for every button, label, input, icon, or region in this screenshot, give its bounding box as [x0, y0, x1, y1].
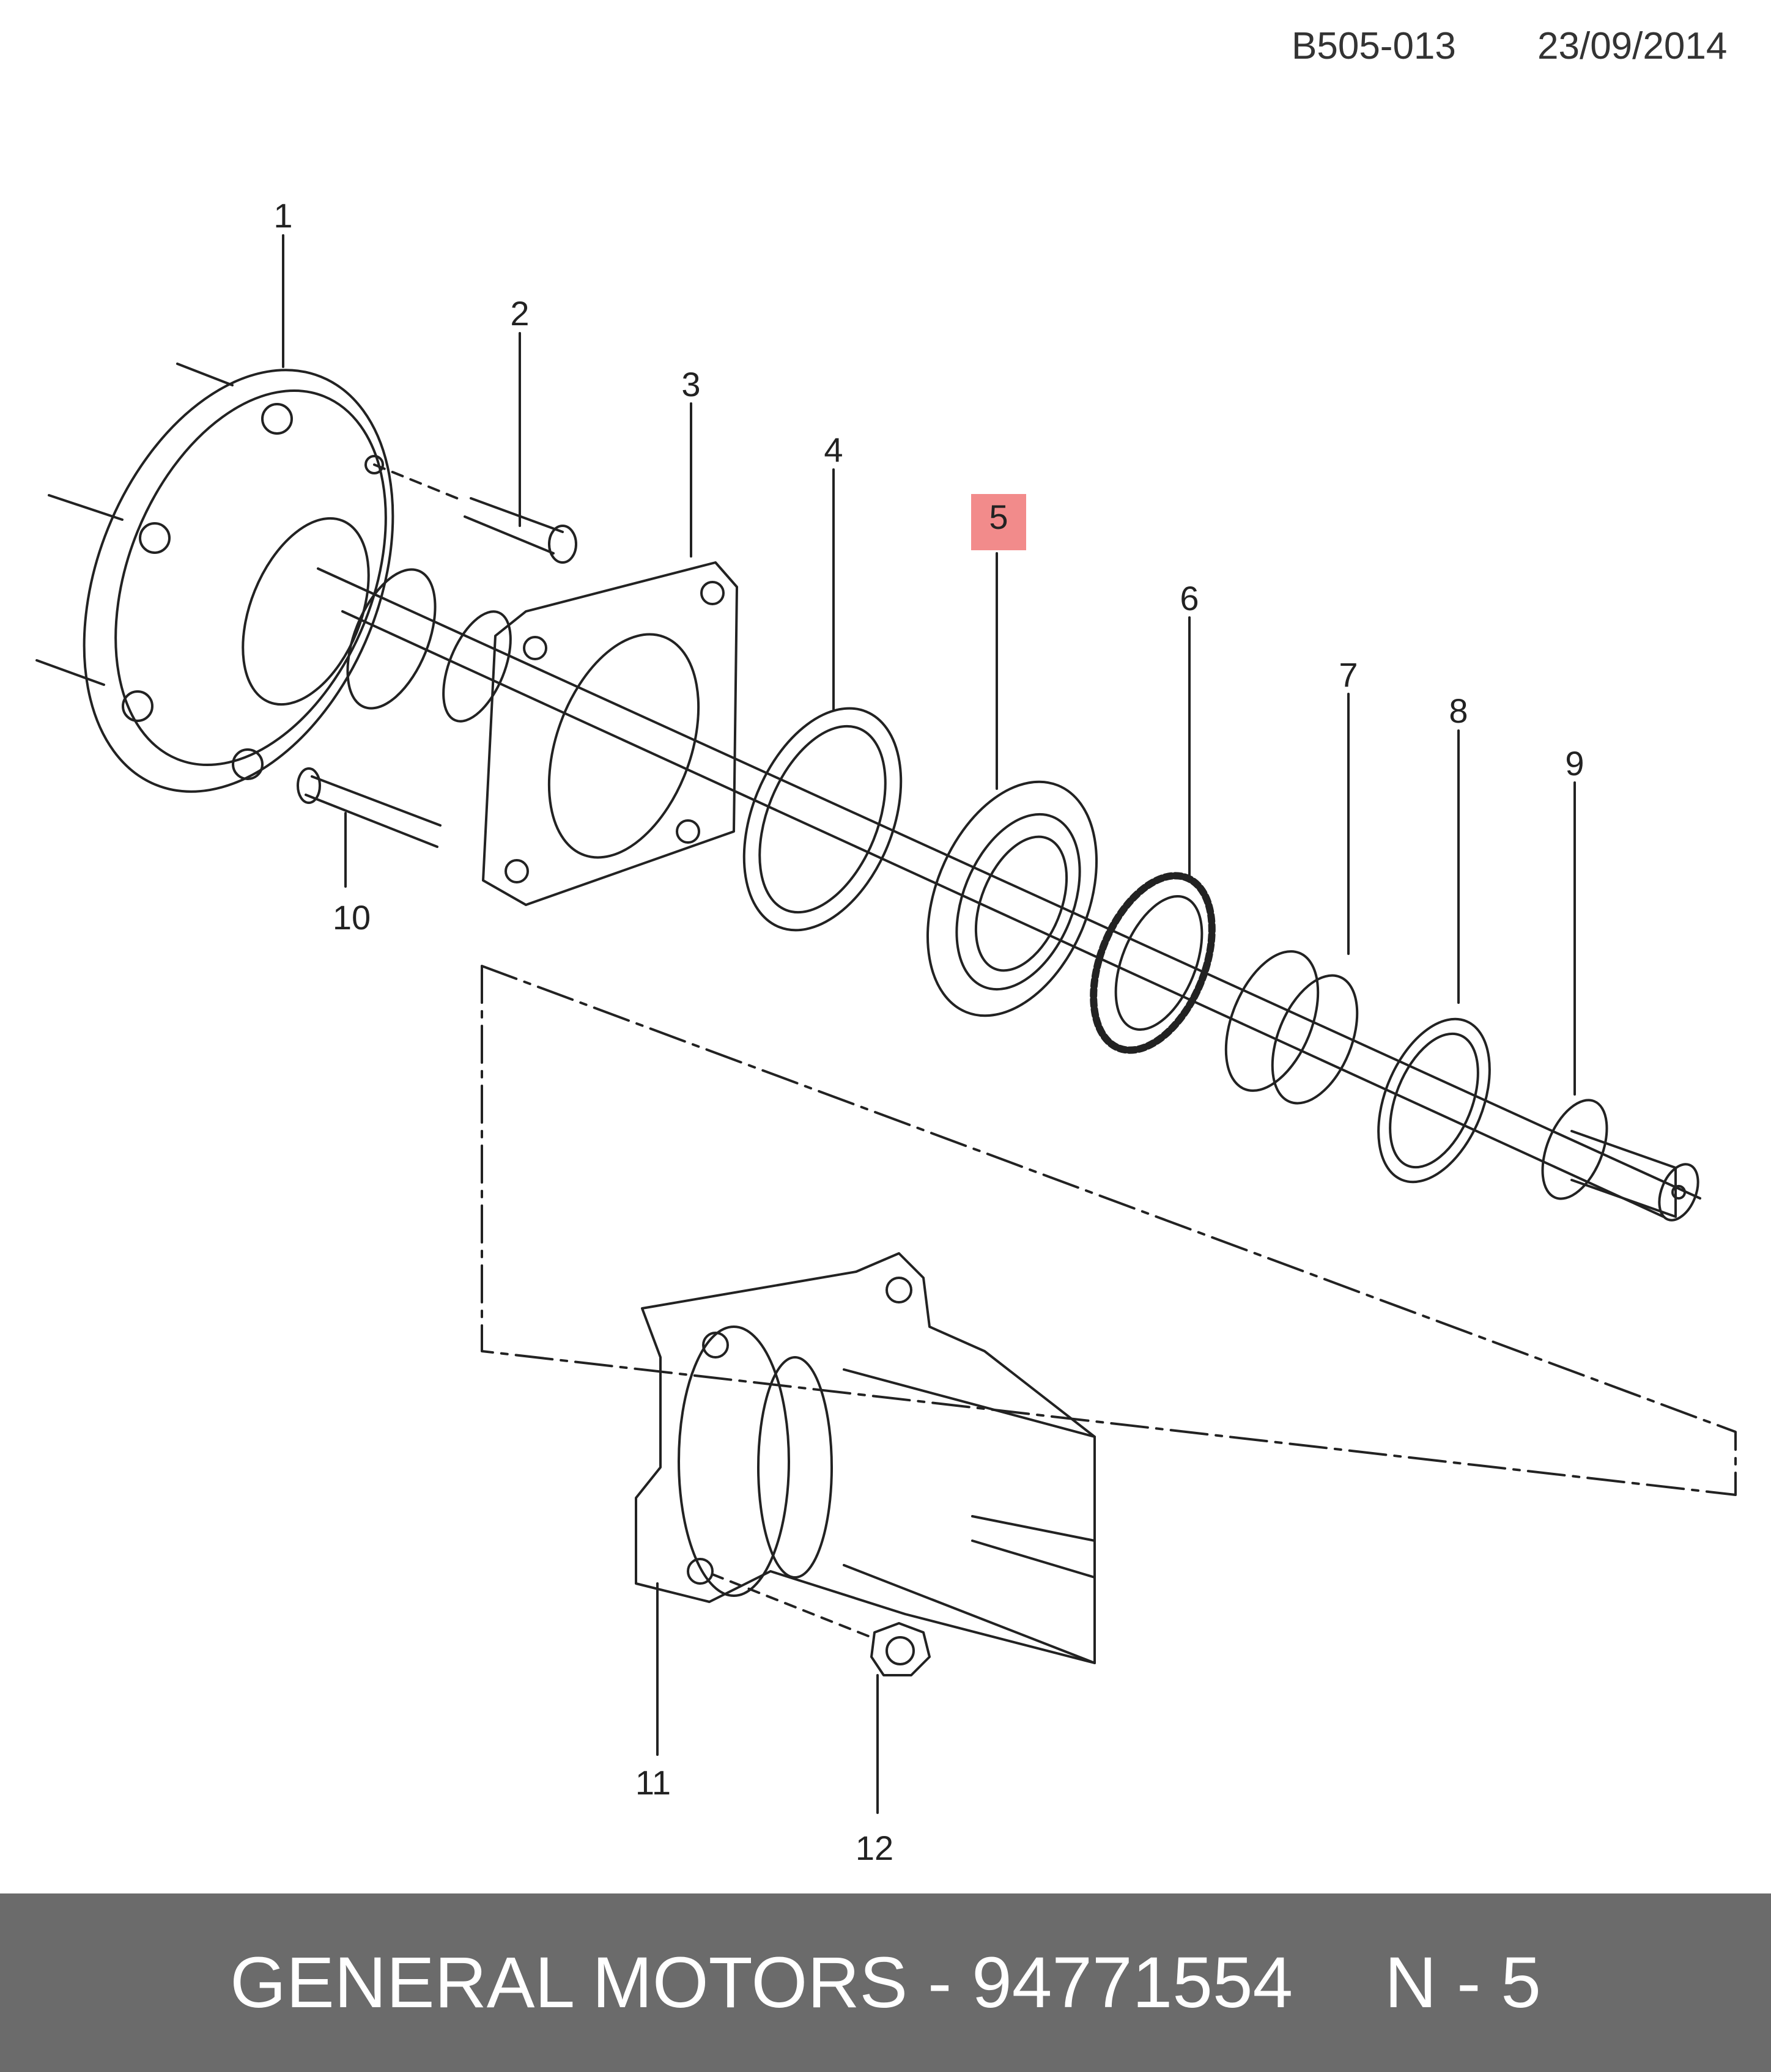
bearing-part — [926, 780, 1098, 1017]
backing-plate-part — [482, 561, 738, 906]
bolt-part — [297, 767, 442, 848]
callout-12: 12 — [856, 1829, 893, 1867]
footer-bar: GENERAL MOTORS - 94771554 N - 5 — [0, 1893, 1771, 2072]
tone-ring-part — [1090, 872, 1216, 1054]
callout-7: 7 — [1339, 655, 1358, 694]
spacer-part — [1224, 950, 1359, 1105]
nut-part — [711, 1573, 931, 1676]
shaft-axis — [317, 567, 1701, 1200]
callout-8: 8 — [1449, 691, 1468, 730]
axle-housing-part — [635, 1252, 1096, 1664]
callout-11: 11 — [635, 1763, 671, 1802]
callout-5-highlight — [971, 494, 1026, 550]
wheel-stud-part — [373, 463, 577, 564]
footer-reference: N - 5 — [1385, 1942, 1541, 2023]
callout-1: 1 — [273, 196, 292, 235]
drawing-code: B505-013 — [1292, 25, 1456, 67]
oil-seal-part — [742, 707, 903, 932]
hub-flange-part — [35, 363, 512, 793]
callout-10: 10 — [333, 898, 371, 937]
drawing-date: 23/09/2014 — [1537, 25, 1728, 67]
callout-6: 6 — [1180, 579, 1199, 618]
callout-3: 3 — [681, 365, 700, 404]
snap-ring-part — [1541, 1099, 1699, 1222]
exploded-parts-diagram: 1 2 3 4 5 6 7 8 9 10 11 12 — [35, 196, 1737, 1867]
callout-5: 5 — [989, 498, 1008, 536]
callout-2: 2 — [510, 294, 529, 333]
assembly-guide-lines — [481, 965, 1737, 1496]
callout-9: 9 — [1565, 744, 1584, 783]
callout-4: 4 — [824, 430, 843, 469]
inner-seal-part — [1377, 1017, 1491, 1184]
footer-part-number: GENERAL MOTORS - 94771554 — [230, 1942, 1293, 2023]
